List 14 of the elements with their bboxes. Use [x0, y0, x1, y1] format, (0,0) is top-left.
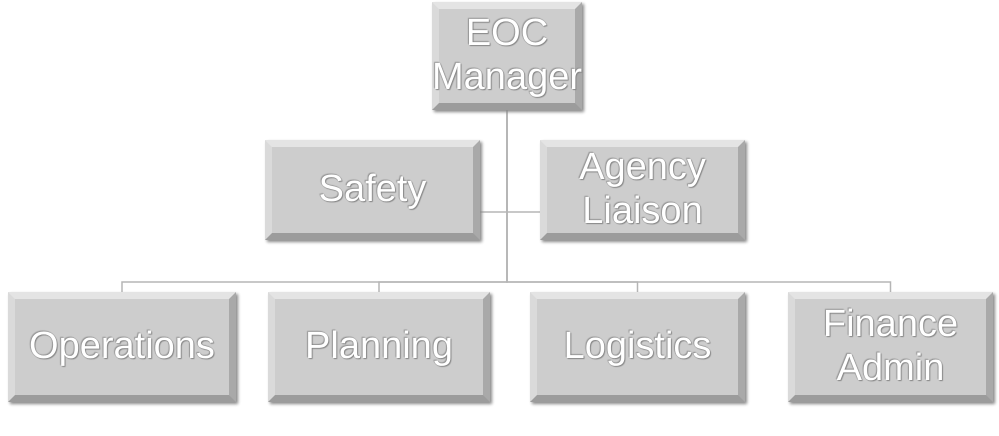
- org-box: [788, 292, 993, 402]
- role-title: Finance Admin: [822, 303, 960, 391]
- org-box: [8, 292, 236, 402]
- role-title: Safety: [318, 168, 426, 212]
- role-title: Agency Liaison: [578, 146, 707, 234]
- org-box: [530, 292, 745, 402]
- org-box: [265, 140, 480, 240]
- role-title: EOC Manager: [432, 12, 582, 100]
- role-title: Operations: [29, 325, 215, 369]
- org-box: [268, 292, 490, 402]
- role-title: Logistics: [564, 325, 712, 369]
- org-box: [540, 140, 745, 240]
- role-title: Planning: [305, 325, 453, 369]
- org-box: [432, 2, 582, 110]
